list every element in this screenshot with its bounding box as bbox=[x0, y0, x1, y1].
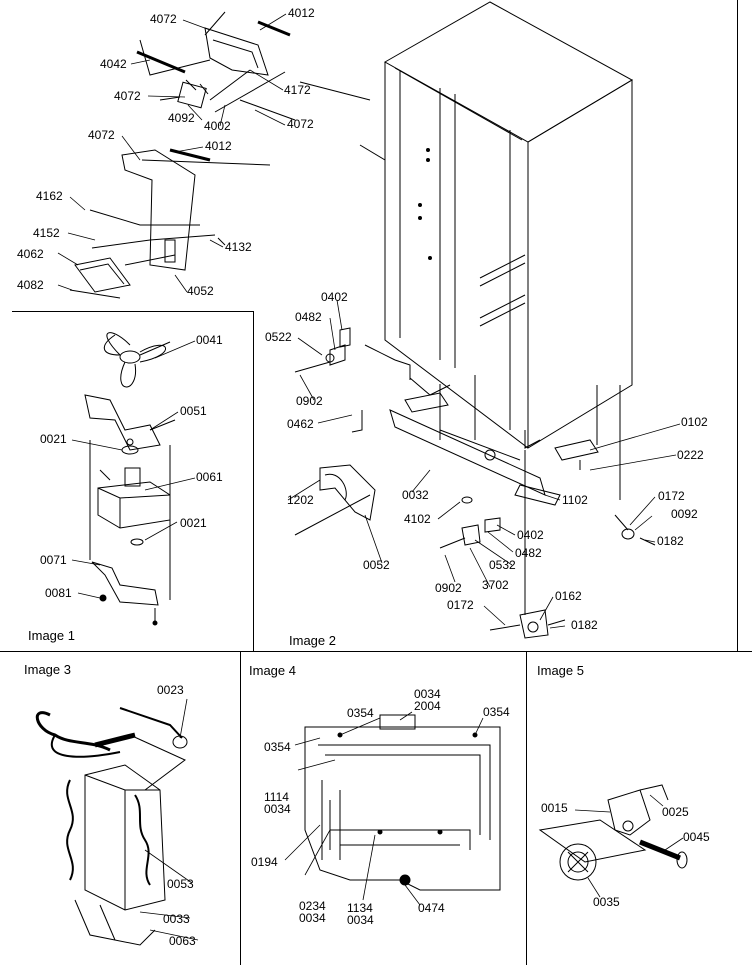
part-label: 0902 bbox=[296, 394, 323, 408]
part-label: 4072 bbox=[287, 117, 314, 131]
part-label: 0015 bbox=[541, 801, 568, 815]
part-label: 4072 bbox=[150, 12, 177, 26]
panel-title-image2: Image 2 bbox=[289, 633, 336, 648]
part-label: 0045 bbox=[683, 830, 710, 844]
roller-drawing bbox=[538, 784, 688, 881]
part-label: 0234 0034 bbox=[299, 899, 326, 925]
drain-panel-drawing bbox=[304, 714, 501, 891]
part-label: 0354 bbox=[347, 706, 374, 720]
part-label: 4012 bbox=[288, 6, 315, 20]
part-label: 0034 2004 bbox=[414, 687, 441, 713]
part-label: 0482 bbox=[295, 310, 322, 324]
part-label: 4172 bbox=[284, 83, 311, 97]
part-label: 0222 bbox=[677, 448, 704, 462]
panel-title-image4: Image 4 bbox=[249, 663, 296, 678]
part-label: 0532 bbox=[489, 558, 516, 572]
part-label: 1102 bbox=[562, 493, 588, 507]
part-label: 4102 bbox=[404, 512, 431, 526]
leader-lines bbox=[57, 13, 684, 941]
part-label: 0023 bbox=[157, 683, 184, 697]
part-label: 0402 bbox=[321, 290, 348, 304]
part-label: 4132 bbox=[225, 240, 252, 254]
panel-title-image1: Image 1 bbox=[28, 628, 75, 643]
part-label: 3702 bbox=[482, 578, 509, 592]
cabinet-drawing bbox=[294, 1, 656, 639]
part-label: 0081 bbox=[45, 586, 72, 600]
part-label: 0354 bbox=[483, 705, 510, 719]
part-label: 4072 bbox=[88, 128, 115, 142]
part-label: 4062 bbox=[17, 247, 44, 261]
divider-image3-right bbox=[240, 651, 241, 965]
part-label: 0162 bbox=[555, 589, 582, 603]
part-label: 4162 bbox=[36, 189, 63, 203]
part-label: 4082 bbox=[17, 278, 44, 292]
part-label: 0021 bbox=[40, 432, 67, 446]
part-label: 0482 bbox=[515, 546, 542, 560]
divider-image1-right bbox=[253, 311, 254, 651]
part-label: 0052 bbox=[363, 558, 390, 572]
part-label: 0035 bbox=[593, 895, 620, 909]
part-label: 1134 0034 bbox=[347, 901, 374, 927]
part-label: 0063 bbox=[169, 934, 196, 948]
part-label: 0053 bbox=[167, 877, 194, 891]
part-label: 4072 bbox=[114, 89, 141, 103]
divider-image1-top bbox=[12, 311, 254, 312]
part-label: 0051 bbox=[180, 404, 207, 418]
part-label: 0354 bbox=[264, 740, 291, 754]
damper-assembly-drawing bbox=[69, 11, 371, 299]
part-label: 0402 bbox=[517, 528, 544, 542]
part-label: 0182 bbox=[571, 618, 598, 632]
part-label: 4052 bbox=[187, 284, 214, 298]
part-label: 4012 bbox=[205, 139, 232, 153]
divider-image2-right bbox=[737, 0, 738, 651]
part-label: 4042 bbox=[100, 57, 127, 71]
part-label: 0172 bbox=[447, 598, 474, 612]
part-label: 0194 bbox=[251, 855, 278, 869]
part-label: 0172 bbox=[658, 489, 685, 503]
part-label: 4002 bbox=[204, 119, 231, 133]
part-label: 0025 bbox=[662, 805, 689, 819]
part-label: 0522 bbox=[265, 330, 292, 344]
part-label: 0041 bbox=[196, 333, 223, 347]
part-label: 0032 bbox=[402, 488, 429, 502]
part-label: 1202 bbox=[287, 493, 314, 507]
part-label: 0182 bbox=[657, 534, 684, 548]
part-label: 0092 bbox=[671, 507, 698, 521]
divider-image4-right bbox=[526, 651, 527, 965]
part-label: 0021 bbox=[180, 516, 207, 530]
evaporator-drawing bbox=[35, 707, 188, 946]
part-label: 0033 bbox=[163, 912, 190, 926]
part-label: 0902 bbox=[435, 581, 462, 595]
part-label: 0102 bbox=[681, 415, 708, 429]
part-label: 1114 0034 bbox=[264, 790, 291, 816]
part-label: 0474 bbox=[418, 901, 445, 915]
panel-title-image3: Image 3 bbox=[24, 662, 71, 677]
part-label: 0061 bbox=[196, 470, 223, 484]
divider-bottom-row bbox=[0, 651, 752, 652]
part-label: 0071 bbox=[40, 553, 67, 567]
part-label: 0462 bbox=[287, 417, 314, 431]
fan-motor-drawing bbox=[84, 332, 176, 626]
panel-title-image5: Image 5 bbox=[537, 663, 584, 678]
part-label: 4092 bbox=[168, 111, 195, 125]
part-label: 4152 bbox=[33, 226, 60, 240]
